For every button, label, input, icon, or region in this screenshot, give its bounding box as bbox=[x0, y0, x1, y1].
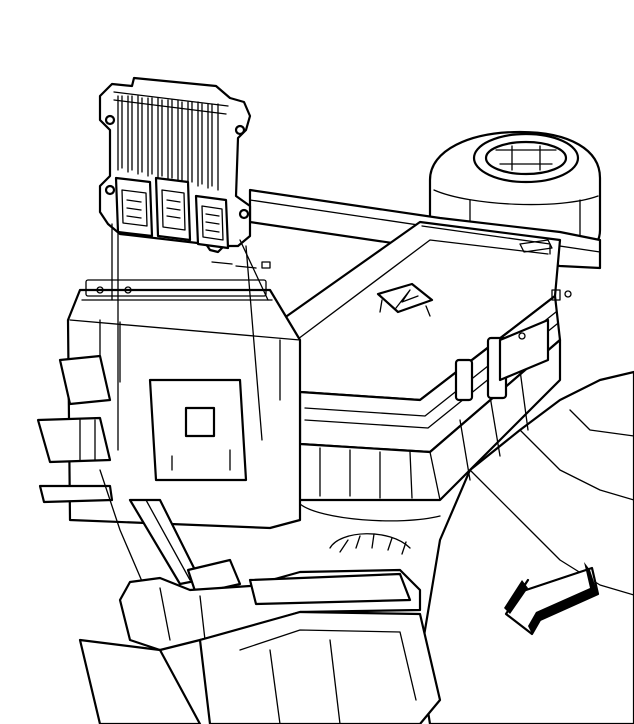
exploded-view-guide-lines bbox=[111, 223, 269, 451]
direction-arrow-icon bbox=[504, 562, 600, 636]
mounting-bracket-icon bbox=[36, 279, 302, 601]
lightning-symbol-icon bbox=[376, 282, 434, 317]
lower-frame-member bbox=[78, 503, 442, 724]
engine-control-module-icon bbox=[98, 76, 271, 269]
fuse-box-icon bbox=[268, 220, 572, 502]
